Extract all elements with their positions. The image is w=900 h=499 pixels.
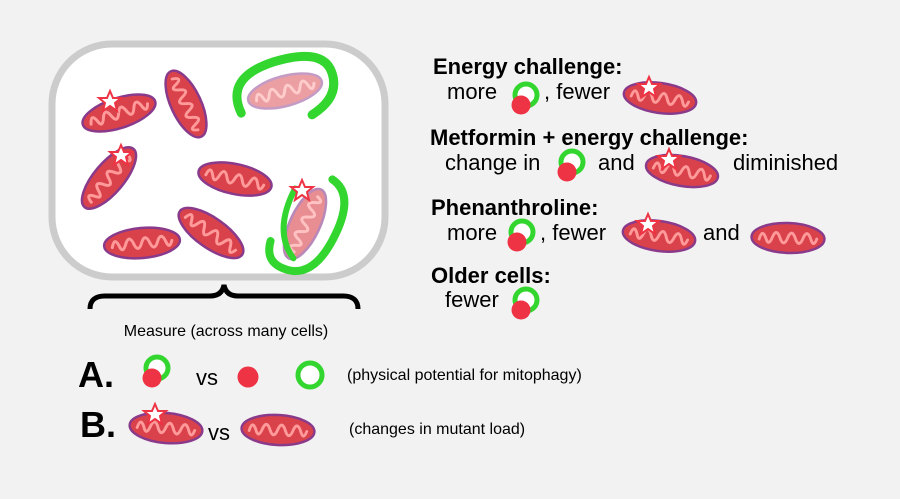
green-ring-icon [295, 360, 325, 390]
autophagosome-icon [232, 51, 339, 120]
finding-text: change in [445, 150, 540, 175]
mitophagy-dot-icon [512, 84, 538, 115]
mitophagy-dot-icon [512, 289, 538, 320]
finding-text: fewer [445, 287, 499, 312]
row-a-note: (physical potential for mitophagy) [347, 367, 582, 384]
finding-text: and [703, 220, 740, 245]
row-a-vs: vs [196, 365, 218, 390]
finding-title-metformin: Metformin + energy challenge: [430, 125, 748, 150]
finding-text: more [447, 79, 497, 104]
mitochondrion-icon [749, 220, 827, 256]
measure-label: Measure (across many cells) [124, 323, 329, 340]
finding-title-older-cells: Older cells: [431, 263, 551, 288]
finding-text: more [447, 220, 497, 245]
mitochondrion-icon [641, 148, 723, 194]
row-b-letter: B. [80, 404, 116, 445]
row-b-note: (changes in mutant load) [349, 421, 525, 438]
row-a-letter: A. [78, 354, 114, 395]
mitochondrion-icon [126, 408, 206, 448]
brace-icon [87, 284, 361, 310]
finding-title-phenanthroline: Phenanthroline: [431, 195, 598, 220]
finding-text: and [598, 150, 635, 175]
mitophagy-dot-icon [508, 221, 534, 252]
autophagosome-icon [265, 175, 349, 275]
mitophagy-dot-icon [558, 151, 584, 182]
red-dot-icon [237, 366, 259, 388]
row-b-vs: vs [208, 420, 230, 445]
finding-text: , fewer [544, 79, 610, 104]
finding-text: diminished [733, 150, 838, 175]
mitochondrion-icon [239, 411, 317, 449]
finding-text: , fewer [540, 220, 606, 245]
mitophagy-dot-icon [143, 357, 169, 388]
finding-title-energy: Energy challenge: [433, 54, 623, 79]
